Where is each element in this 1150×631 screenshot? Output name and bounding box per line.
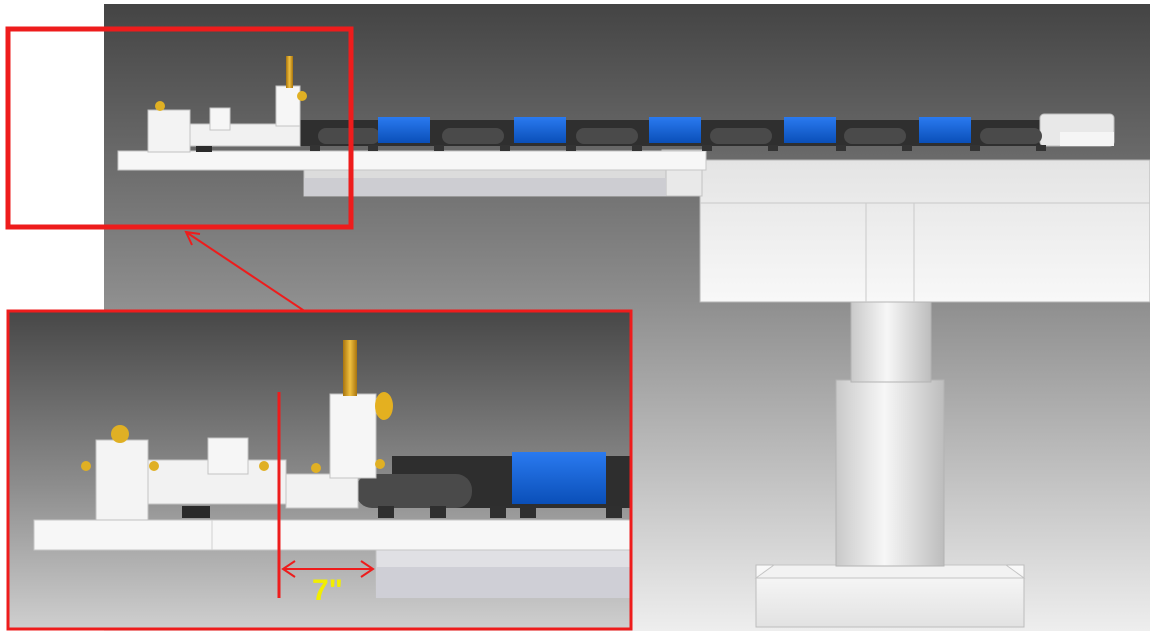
fixture-post <box>275 85 301 127</box>
inset-fixture-link <box>285 473 359 509</box>
roller-rail <box>300 120 1114 146</box>
brass-knob <box>155 101 165 111</box>
blue-clamp <box>514 117 566 143</box>
main-board <box>117 150 707 171</box>
roller <box>576 128 638 144</box>
rollers <box>318 128 1042 144</box>
roller <box>710 128 772 144</box>
dimension-arrow-left <box>281 560 296 578</box>
lower-column <box>835 379 945 567</box>
dimension-arrow-right <box>360 560 375 578</box>
pedestal-base-top <box>754 564 1026 579</box>
fixture-foot <box>196 146 212 152</box>
inset-brass-pin <box>343 340 357 396</box>
inset-fixture-block <box>95 439 149 521</box>
callout-arrowhead <box>184 230 201 246</box>
inset-brass-screw <box>81 461 91 471</box>
inset-frame <box>6 309 633 631</box>
inset-brass-knob <box>375 392 393 420</box>
inset-brass-screw <box>259 461 269 471</box>
inset-extension-plate-lower <box>376 567 631 598</box>
inset-brass-screw <box>311 463 321 473</box>
blue-clamp <box>378 117 430 143</box>
inset-roller <box>356 474 472 508</box>
blue-clamp <box>649 117 701 143</box>
measurement-label: 7" <box>312 574 343 607</box>
inset-brass-screw <box>149 461 159 471</box>
tabletop-box <box>699 159 1150 303</box>
inset-fixture-post <box>329 393 377 479</box>
rail-end-plate <box>1060 132 1114 146</box>
fixture-block <box>147 109 191 153</box>
left-fixture <box>147 56 307 153</box>
blue-clamp <box>919 117 971 143</box>
rail-feet <box>310 145 1046 151</box>
roller <box>442 128 504 144</box>
inset-fixture-foot <box>182 506 210 518</box>
fixture-upright <box>209 107 231 131</box>
fixture-bar <box>189 123 301 147</box>
blue-clamps <box>378 117 971 143</box>
upper-column <box>850 299 932 383</box>
roller <box>980 128 1042 144</box>
extension-plate-lower <box>304 178 666 196</box>
highlight-box <box>5 26 354 230</box>
blue-clamp <box>784 117 836 143</box>
inset-brass-knob <box>111 425 129 443</box>
brass-pin <box>286 56 293 88</box>
inset-brass-screw <box>375 459 385 469</box>
brass-knob <box>297 91 307 101</box>
zoom-inset <box>8 311 632 629</box>
inset-rail-feet <box>378 506 622 518</box>
inset-board <box>33 519 632 551</box>
roller <box>844 128 906 144</box>
table-model <box>117 56 1150 628</box>
inset-fixture-upright <box>207 437 249 475</box>
inset-blue-clamp <box>512 452 606 504</box>
